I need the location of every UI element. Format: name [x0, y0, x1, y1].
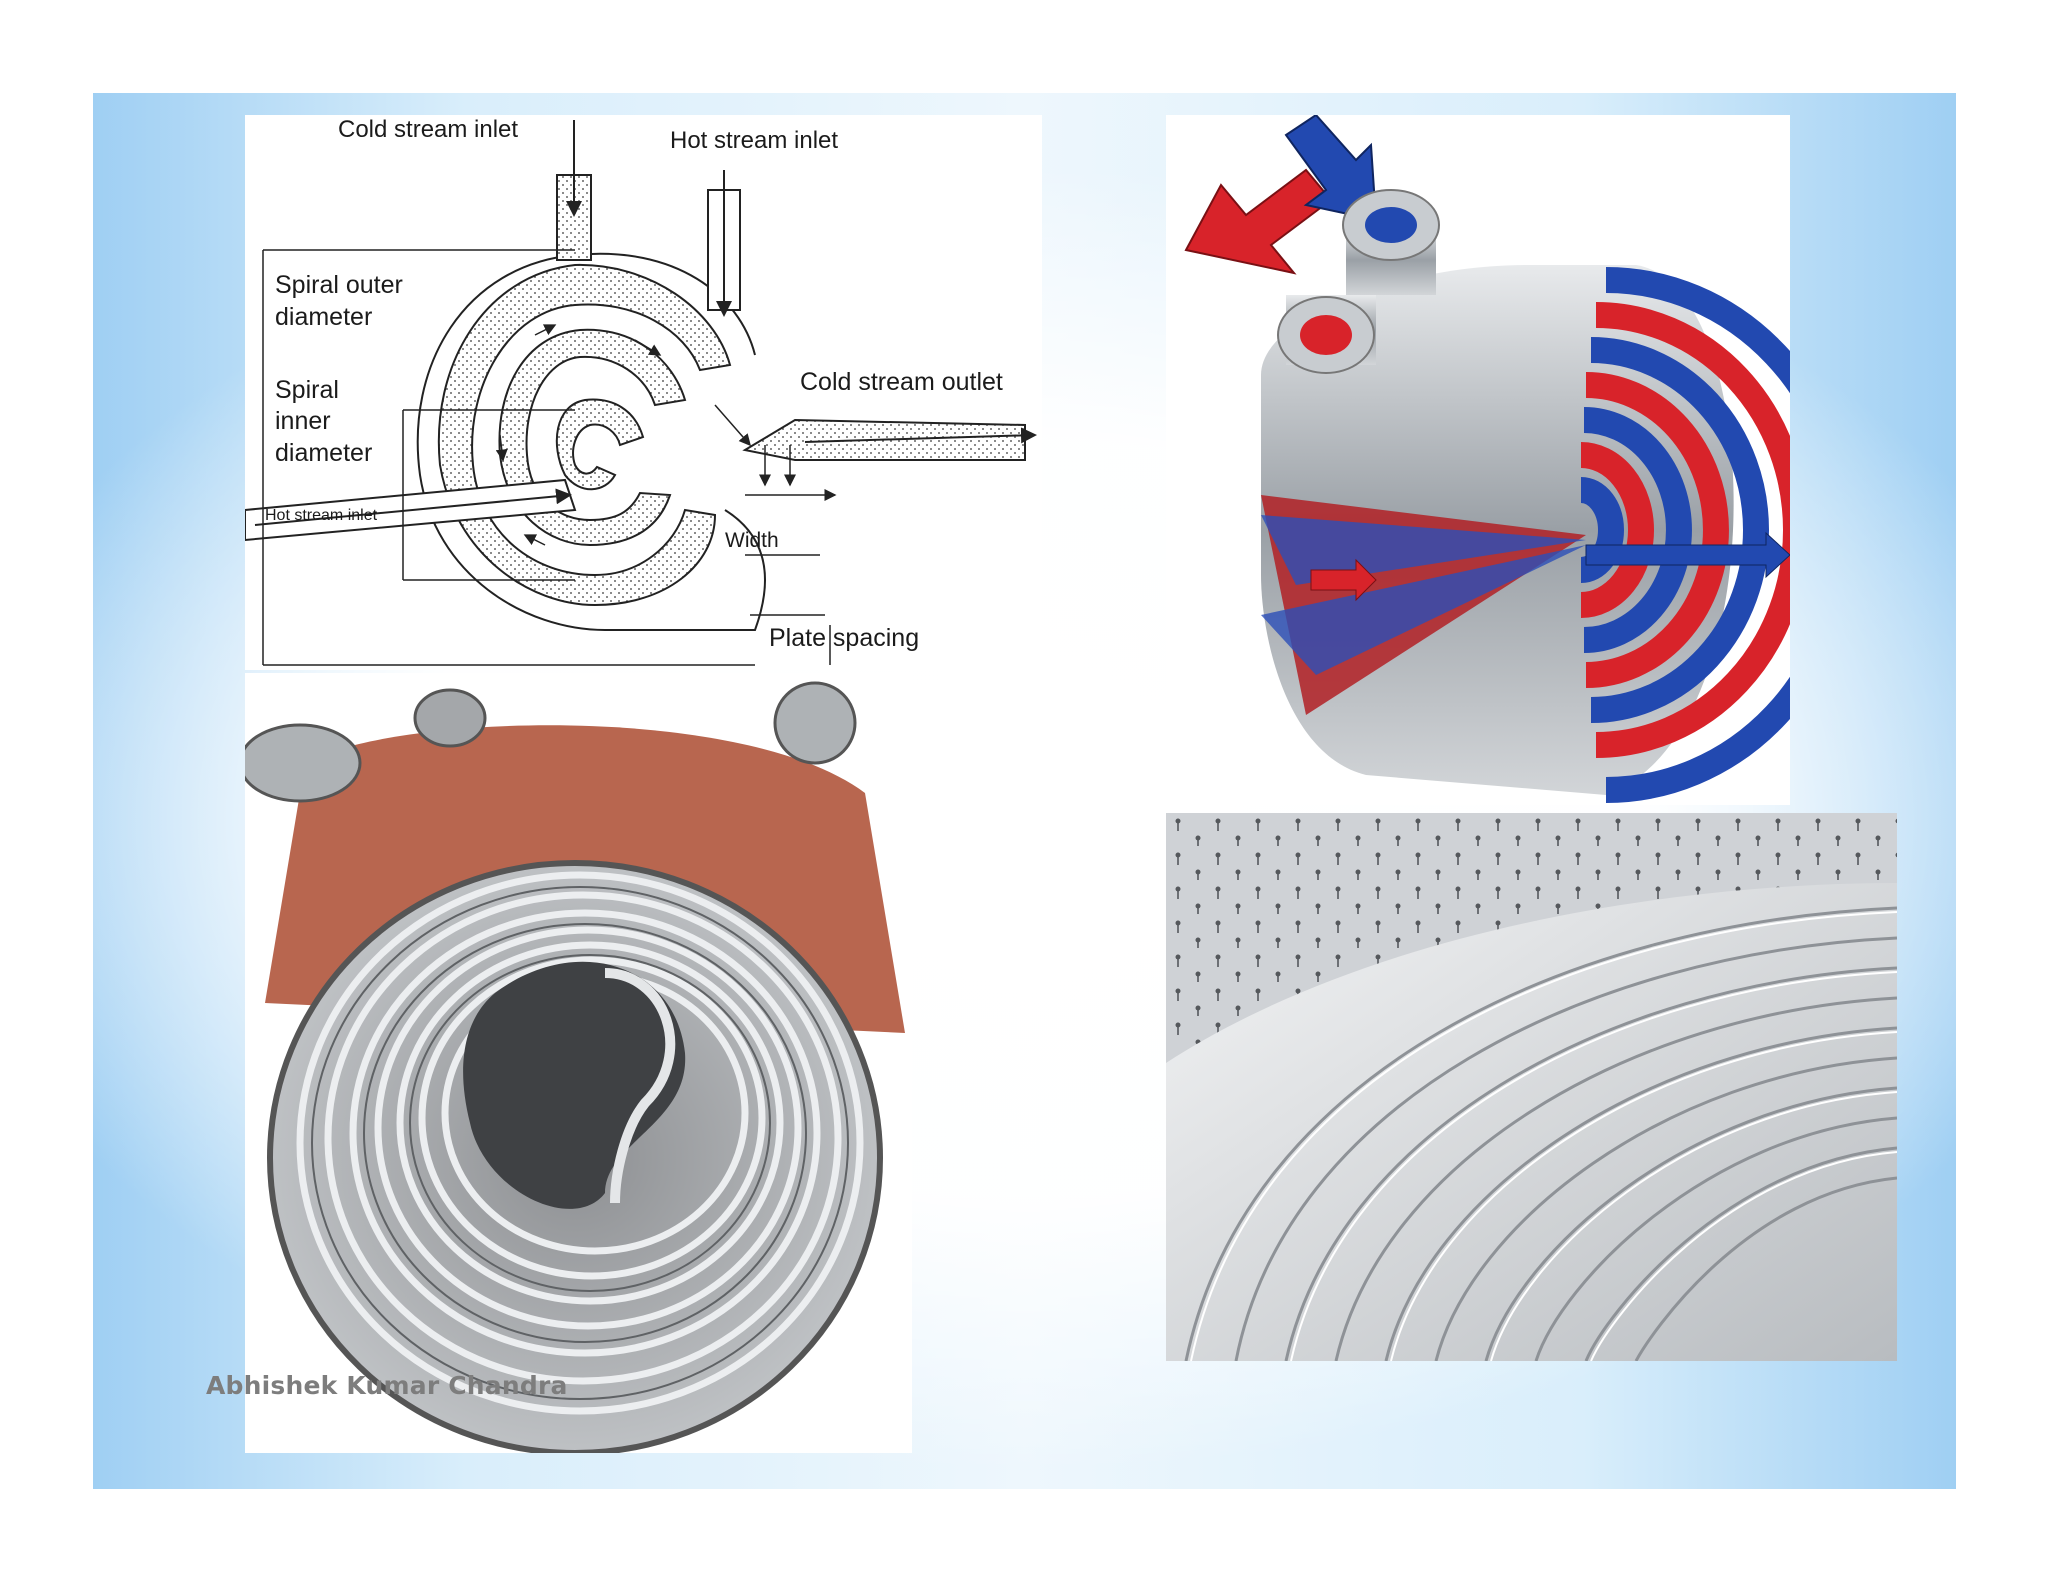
label-spiral-inner-line1: Spiral [275, 376, 339, 404]
plates-photo-svg [1166, 813, 1897, 1361]
label-hot-stream-inlet-top: Hot stream inlet [670, 127, 838, 154]
cold-outlet-arrow [1585, 531, 1790, 579]
cold-inlet-pipe [556, 120, 592, 261]
core-opening [463, 961, 686, 1209]
slide: Cold stream inlet Hot stream inlet Spira… [93, 93, 1956, 1489]
schematic-svg: Cold stream inlet Hot stream inlet Spira… [245, 116, 1037, 666]
flange-right [773, 681, 857, 765]
label-hot-stream-inlet-side: Hot stream inlet [265, 507, 378, 524]
label-plate-spacing: Plate spacing [769, 624, 919, 652]
flow-arrows [495, 324, 837, 546]
plate-studs-photo [1166, 813, 1897, 1361]
cold-outlet-pipe [742, 418, 1037, 461]
nozzle-hot [1277, 295, 1376, 374]
label-width: Width [725, 529, 779, 552]
hot-inlet-arrow-small [1310, 558, 1377, 602]
flange-top [413, 688, 487, 748]
nozzle-cold [1342, 189, 1440, 295]
spiral-rings [1579, 267, 1790, 803]
cold-inlet-arrow [1284, 115, 1378, 222]
hot-outlet-arrow [1184, 168, 1333, 275]
spiral-core-photo [245, 673, 912, 1453]
label-cold-stream-inlet: Cold stream inlet [338, 116, 518, 143]
cutaway-svg [1184, 115, 1790, 803]
label-spiral-inner-line3: diameter [275, 439, 372, 467]
label-spiral-outer-line1: Spiral outer [275, 271, 403, 299]
plate-arcs [1184, 906, 1897, 1361]
curved-plate [1166, 883, 1897, 1361]
hot-inlet-pipe-top [707, 170, 741, 317]
label-cold-stream-outlet: Cold stream outlet [800, 368, 1003, 396]
dimension-lines [262, 249, 831, 666]
cutaway-illustration [1166, 115, 1790, 805]
hot-inlet-pipe-side [245, 478, 577, 542]
author-name: Abhishek Kumar Chandra [206, 1371, 568, 1400]
spiral-turns [296, 871, 864, 1415]
spiral-schematic-diagram: Cold stream inlet Hot stream inlet Spira… [245, 115, 1042, 670]
label-spiral-inner-line2: inner [275, 407, 331, 435]
label-spiral-outer-line2: diameter [275, 303, 372, 331]
flange-left [245, 723, 362, 803]
core-photo-svg [245, 681, 905, 1453]
